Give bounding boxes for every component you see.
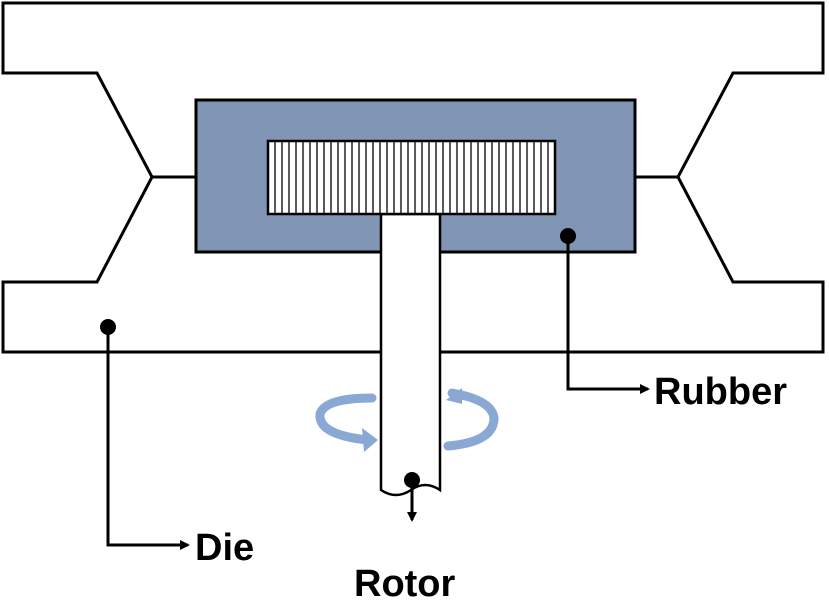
rotor-serrations <box>274 141 549 214</box>
die-leader <box>100 319 190 550</box>
label-die: Die <box>195 527 254 569</box>
rotor-shaft <box>379 212 442 497</box>
label-rotor: Rotor <box>354 563 456 603</box>
label-rubber: Rubber <box>654 371 787 413</box>
rubber-leader <box>560 228 650 394</box>
rotor-leader <box>404 472 420 522</box>
rotor-disc <box>266 139 557 216</box>
rotation-arrows-icon <box>315 388 499 452</box>
